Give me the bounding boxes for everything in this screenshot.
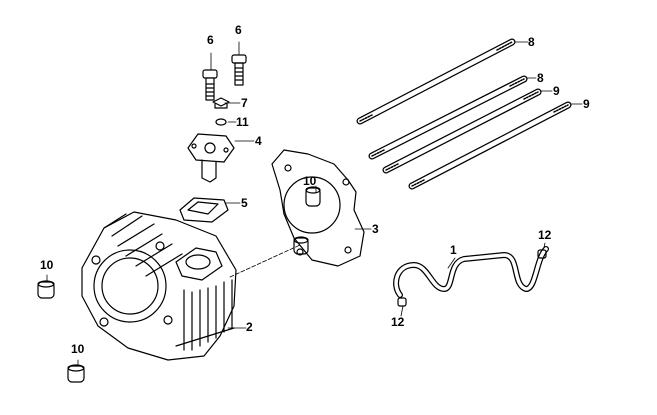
bolt-icon: [202, 69, 218, 101]
cylinder-block-icon: [81, 211, 237, 361]
dowel-icon: [305, 186, 321, 207]
hose-icon: [393, 246, 549, 307]
dowel-icon: [293, 236, 309, 255]
callout-8: 8: [537, 71, 544, 85]
dowel-icon: [67, 364, 85, 383]
callout-10: 10: [303, 174, 317, 188]
oring-icon: [215, 118, 227, 126]
callout-12: 12: [538, 228, 552, 242]
callout-3: 3: [372, 222, 379, 236]
plug-icon: [212, 97, 230, 109]
callout-6: 6: [207, 33, 214, 47]
callout-10: 10: [71, 342, 85, 356]
tensioner-icon: [187, 133, 235, 183]
dowel-icon: [37, 280, 55, 299]
callout-5: 5: [241, 196, 248, 210]
callout-9: 9: [553, 84, 560, 98]
callout-10: 10: [40, 258, 54, 272]
callout-6: 6: [235, 23, 242, 37]
small-gasket-icon: [179, 197, 229, 223]
callout-2: 2: [246, 320, 253, 334]
bolt-icon: [231, 54, 247, 86]
callout-8: 8: [528, 35, 535, 49]
callout-1: 1: [450, 243, 457, 257]
callout-4: 4: [255, 134, 262, 148]
callout-12: 12: [391, 315, 405, 329]
stud-rods: [356, 38, 572, 190]
head-gasket-icon: [271, 149, 365, 267]
callout-7: 7: [241, 96, 248, 110]
callout-11: 11: [236, 115, 249, 129]
callout-9: 9: [583, 97, 590, 111]
